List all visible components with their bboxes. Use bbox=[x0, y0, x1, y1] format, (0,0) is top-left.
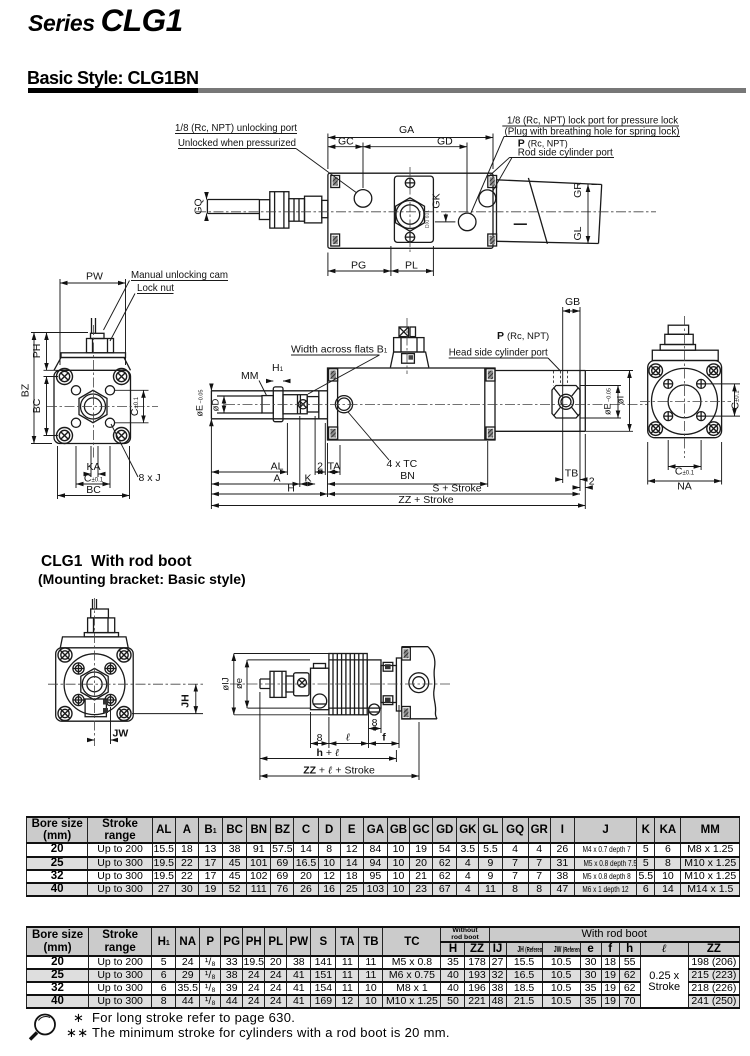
svg-text:8: 8 bbox=[372, 717, 378, 729]
svg-text:8 x J: 8 x J bbox=[139, 472, 161, 484]
svg-text:K: K bbox=[304, 473, 311, 485]
svg-text:GR: GR bbox=[572, 182, 584, 198]
svg-text:øE −0.05: øE −0.05 bbox=[195, 390, 205, 417]
svg-text:Unlocked when pressurized: Unlocked when pressurized bbox=[178, 137, 296, 149]
svg-text:GD: GD bbox=[437, 136, 453, 148]
svg-text:Head side cylinder port: Head side cylinder port bbox=[449, 347, 548, 359]
svg-text:C±0.1: C±0.1 bbox=[730, 390, 742, 410]
svg-text:4 x TC: 4 x TC bbox=[387, 458, 418, 470]
svg-text:PL: PL bbox=[405, 260, 418, 272]
svg-text:Width across flats B1: Width across flats B1 bbox=[291, 344, 388, 356]
svg-text:A: A bbox=[273, 473, 280, 485]
svg-text:GC: GC bbox=[338, 136, 354, 148]
svg-text:ℓ: ℓ bbox=[346, 733, 351, 744]
svg-text:øIJ: øIJ bbox=[221, 677, 232, 690]
svg-text:JH: JH bbox=[180, 694, 192, 707]
svg-text:øI: øI bbox=[616, 396, 627, 404]
svg-text:C±0.1: C±0.1 bbox=[675, 466, 695, 478]
svg-text:GB: GB bbox=[565, 296, 580, 308]
svg-text:NA: NA bbox=[677, 481, 692, 493]
svg-text:JW: JW bbox=[113, 728, 129, 740]
svg-text:BZ: BZ bbox=[20, 383, 32, 397]
svg-text:øe: øe bbox=[234, 678, 245, 689]
svg-text:GL: GL bbox=[572, 226, 584, 240]
svg-text:øD: øD bbox=[211, 399, 222, 412]
svg-text:TB: TB bbox=[565, 468, 578, 480]
svg-text:TA: TA bbox=[328, 461, 341, 473]
svg-text:BC: BC bbox=[86, 484, 101, 496]
svg-text:Rod side cylinder port: Rod side cylinder port bbox=[518, 147, 613, 159]
svg-text:H: H bbox=[287, 483, 295, 495]
svg-text:h + ℓ: h + ℓ bbox=[317, 747, 340, 759]
svg-text:(Plug with breathing hole for: (Plug with breathing hole for spring loc… bbox=[505, 126, 680, 138]
svg-text:BC: BC bbox=[31, 398, 43, 413]
svg-text:P (Rc, NPT): P (Rc, NPT) bbox=[497, 330, 549, 342]
svg-text:øE −0.05: øE −0.05 bbox=[603, 388, 613, 415]
svg-text:PG: PG bbox=[351, 260, 366, 272]
svg-text:2: 2 bbox=[589, 476, 595, 488]
svg-text:DXI 601: DXI 601 bbox=[425, 210, 431, 228]
svg-text:1/8 (Rc, NPT) lock port for pr: 1/8 (Rc, NPT) lock port for pressure loc… bbox=[507, 115, 679, 127]
svg-text:8: 8 bbox=[317, 732, 323, 744]
svg-text:GA: GA bbox=[399, 124, 414, 136]
svg-text:KA: KA bbox=[86, 461, 100, 473]
svg-text:H1: H1 bbox=[272, 362, 284, 374]
svg-text:BN: BN bbox=[400, 470, 415, 482]
svg-text:PH: PH bbox=[31, 344, 43, 359]
svg-text:GQ: GQ bbox=[193, 198, 205, 214]
svg-text:Lock nut: Lock nut bbox=[137, 282, 174, 294]
svg-text:ZZ + ℓ + Stroke: ZZ + ℓ + Stroke bbox=[303, 765, 375, 777]
svg-text:ZZ + Stroke: ZZ + Stroke bbox=[398, 494, 453, 506]
svg-text:1/8 (Rc, NPT) unlocking port: 1/8 (Rc, NPT) unlocking port bbox=[175, 122, 297, 134]
svg-text:GK: GK bbox=[431, 193, 443, 208]
svg-text:AL: AL bbox=[271, 461, 284, 473]
svg-text:MM: MM bbox=[241, 370, 259, 382]
svg-text:2: 2 bbox=[317, 461, 323, 473]
svg-text:PW: PW bbox=[86, 271, 103, 283]
svg-text:P (Rc, NPT): P (Rc, NPT) bbox=[518, 138, 568, 150]
svg-text:f: f bbox=[382, 732, 386, 744]
svg-text:Manual unlocking cam: Manual unlocking cam bbox=[131, 269, 228, 281]
svg-text:S + Stroke: S + Stroke bbox=[432, 483, 481, 495]
